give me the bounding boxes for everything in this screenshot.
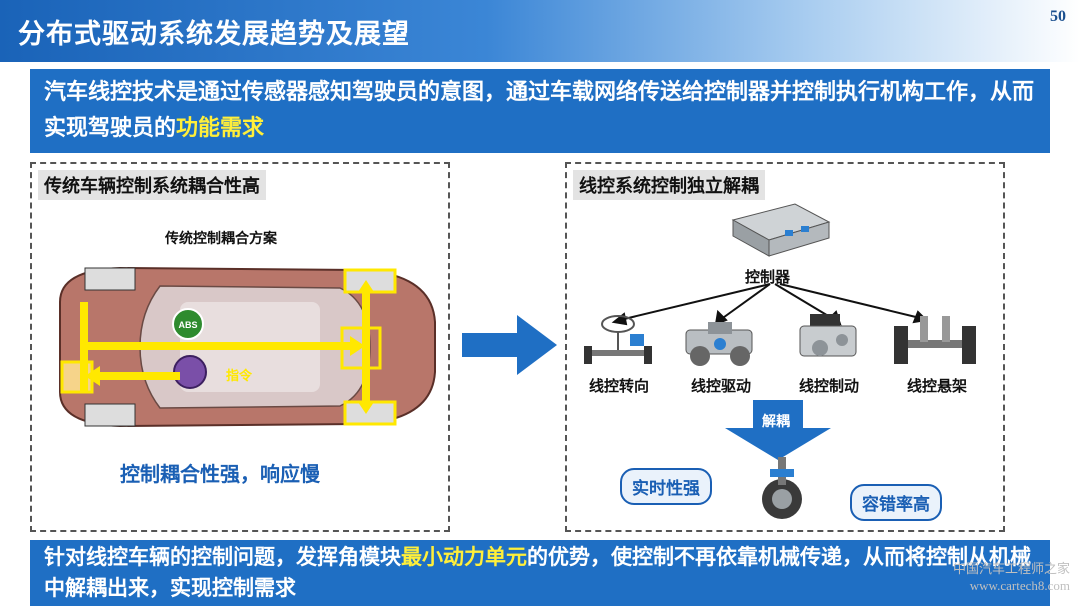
control-flow-arrows: [80, 280, 374, 414]
watermark-line2: www.cartech8.com: [969, 578, 1070, 593]
steer-by-wire-icon: [584, 315, 652, 364]
drive-by-wire-icon: [685, 322, 753, 366]
benefit-fault-tolerance: 容错率高: [850, 484, 942, 521]
abs-badge-icon: [172, 308, 204, 340]
car-diagram: ABS 指令: [40, 262, 440, 432]
component-label-brake: 线控制动: [798, 377, 859, 395]
left-panel-conclusion: 控制耦合性强，响应慢: [120, 462, 320, 486]
corner-module-icon: [762, 457, 802, 519]
wheel-front-left-icon: [84, 267, 136, 291]
intro-highlight: 功能需求: [176, 116, 265, 141]
component-label-steering: 线控转向: [588, 377, 649, 395]
benefit-realtime: 实时性强: [620, 468, 712, 505]
right-panel-title: 线控系统控制独立解耦: [573, 170, 765, 200]
diagram-caption: 传统控制耦合方案: [165, 231, 277, 247]
page-title: 分布式驱动系统发展趋势及展望: [18, 19, 410, 50]
controller-unit-icon: [731, 203, 831, 257]
command-label: 指令: [226, 368, 253, 384]
component-label-drive: 线控驱动: [690, 377, 751, 395]
brake-by-wire-icon: [799, 314, 857, 357]
watermark-line1: 中国汽车工程师之家: [952, 561, 1070, 576]
watermark: 中国汽车工程师之家 www.cartech8.com: [953, 560, 1070, 594]
page-number: 50: [1050, 8, 1066, 25]
car-topview-image: ABS 指令: [59, 266, 436, 428]
conclusion-highlight: 最小动力单元: [401, 545, 527, 569]
conclusion-box: 针对线控车辆的控制问题，发挥角模块最小动力单元的优势，使控制不再依靠机械传递，从…: [30, 540, 1050, 606]
intro-text: 汽车线控技术是通过传感器感知驾驶员的意图，通过车载网络传送给控制器并控制执行机构…: [44, 80, 1035, 141]
decouple-label: 解耦: [762, 414, 790, 430]
wheel-front-right-icon: [84, 403, 136, 427]
intro-box: 汽车线控技术是通过传感器感知驾驶员的意图，通过车载网络传送给控制器并控制执行机构…: [30, 69, 1050, 153]
decouple-arrow-icon: [725, 400, 831, 460]
conclusion-text-before: 针对线控车辆的控制问题，发挥角模块: [44, 545, 401, 569]
abs-badge-label: ABS: [178, 320, 197, 330]
transition-arrow-icon: [462, 315, 557, 375]
suspension-by-wire-icon: [894, 316, 976, 364]
controller-label: 控制器: [745, 268, 791, 286]
component-label-suspension: 线控悬架: [906, 377, 967, 395]
left-panel-title: 传统车辆控制系统耦合性高: [38, 170, 266, 200]
title-bar: [0, 0, 1080, 62]
conclusion-text-after: 的优势，使控制不再依靠机械传递，从而将控制从机械中解耦出来，实现控制需求: [44, 545, 1031, 600]
